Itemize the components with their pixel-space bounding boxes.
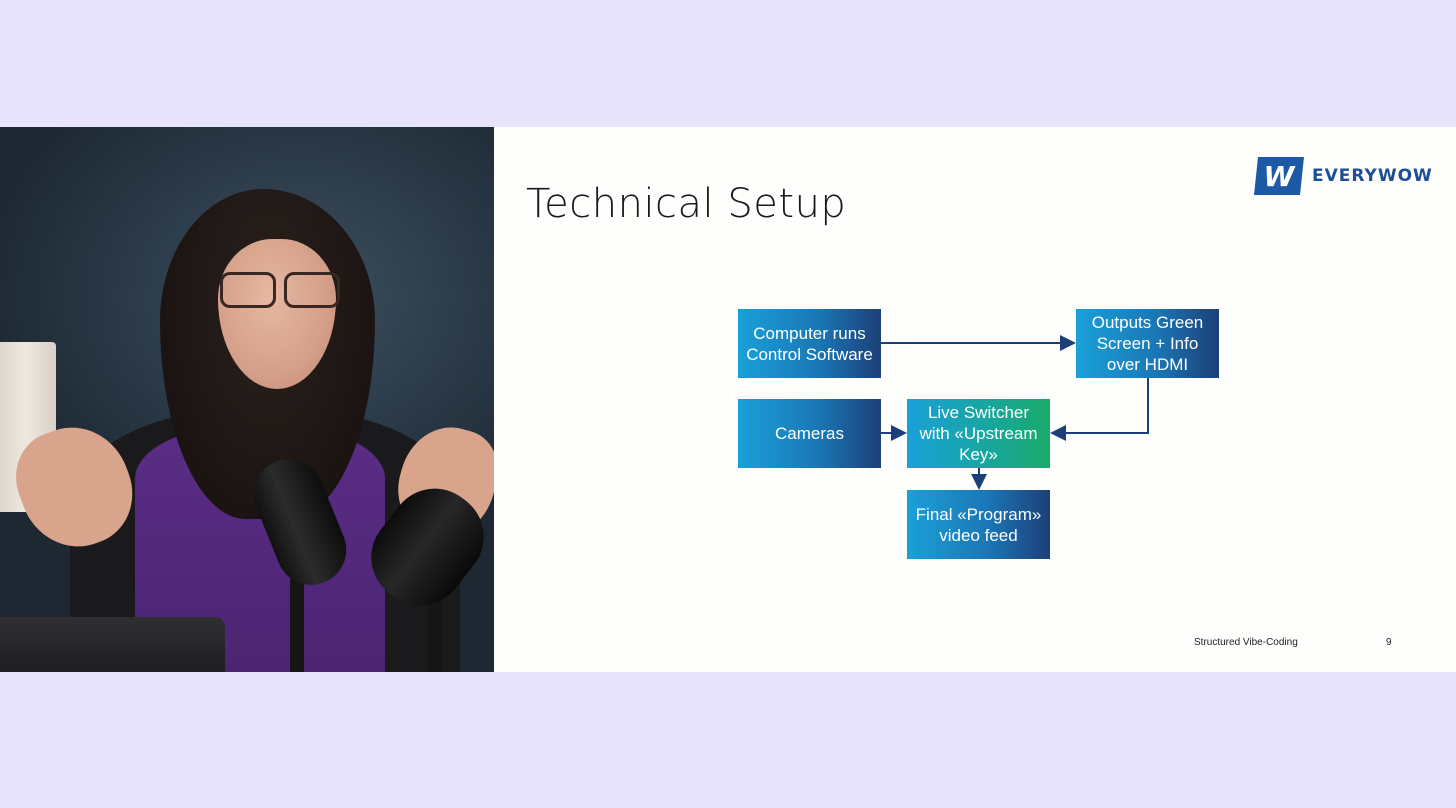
flow-box-switcher: Live Switcher with «Upstream Key»: [907, 399, 1050, 468]
glasses: [220, 272, 340, 308]
webcam-video: [0, 127, 494, 672]
laptop: [0, 617, 225, 672]
mic-stand: [428, 597, 442, 672]
video-frame: Technical Setup W EVERYWOW Computer runs…: [0, 127, 1456, 672]
mic-stand: [290, 567, 304, 672]
presentation-slide: Technical Setup W EVERYWOW Computer runs…: [494, 127, 1456, 672]
flow-box-final: Final «Program» video feed: [907, 490, 1050, 559]
flow-box-outputs: Outputs Green Screen + Info over HDMI: [1076, 309, 1219, 378]
page-number: 9: [1386, 637, 1392, 648]
arrow-outputs-to-switcher: [1050, 378, 1149, 441]
presenter-face: [218, 239, 336, 389]
slide-footer: Structured Vibe-Coding: [1194, 637, 1298, 648]
logo-mark: W: [1254, 157, 1304, 195]
flow-box-cameras: Cameras: [738, 399, 881, 468]
slide-title: Technical Setup: [526, 181, 847, 227]
logo-text: EVERYWOW: [1312, 166, 1433, 186]
flow-box-computer: Computer runs Control Software: [738, 309, 881, 378]
everywow-logo: W EVERYWOW: [1254, 157, 1433, 195]
